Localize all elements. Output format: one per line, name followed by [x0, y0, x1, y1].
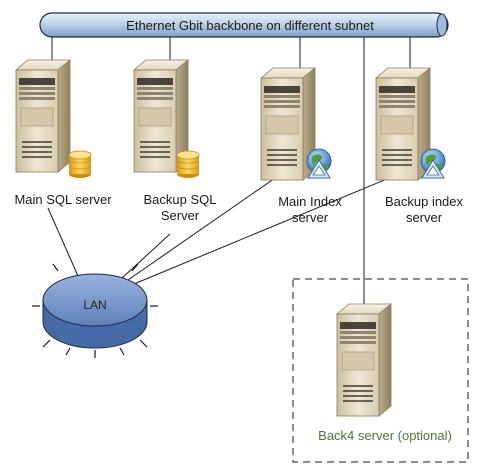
server-label-line: Server: [160, 208, 200, 223]
server-label-line: Main Index: [278, 194, 342, 209]
server-label-main-sql: Main SQL server: [8, 192, 118, 208]
back4-server-icon: [336, 303, 392, 417]
server-label-line: server: [291, 210, 329, 225]
server-label-backup-sql: Backup SQL Server: [125, 192, 235, 224]
ethernet-backbone: [39, 12, 449, 38]
lan-label: LAN: [83, 298, 107, 312]
globe-icon: [306, 148, 332, 179]
globe-icon: [420, 148, 446, 179]
server-label-line: Backup SQL: [143, 192, 217, 207]
optional-server-boundary: [292, 278, 469, 463]
server-label-line: Main SQL server: [14, 192, 112, 207]
database-icon: [176, 150, 200, 179]
connection-lines: [47, 35, 411, 306]
main-sql-server-icon: [15, 59, 71, 173]
database-icon: [68, 150, 92, 179]
server-label-main-index: Main Index server: [255, 194, 365, 226]
lan-cloud: [32, 263, 158, 358]
server-label-line: server: [405, 210, 443, 225]
backbone-label: Ethernet Gbit backbone on different subn…: [126, 18, 374, 33]
server-label-line: Backup index: [384, 194, 464, 209]
optional-server-label: Back4 server (optional): [318, 428, 452, 443]
server-label-backup-index: Backup index server: [368, 194, 480, 226]
